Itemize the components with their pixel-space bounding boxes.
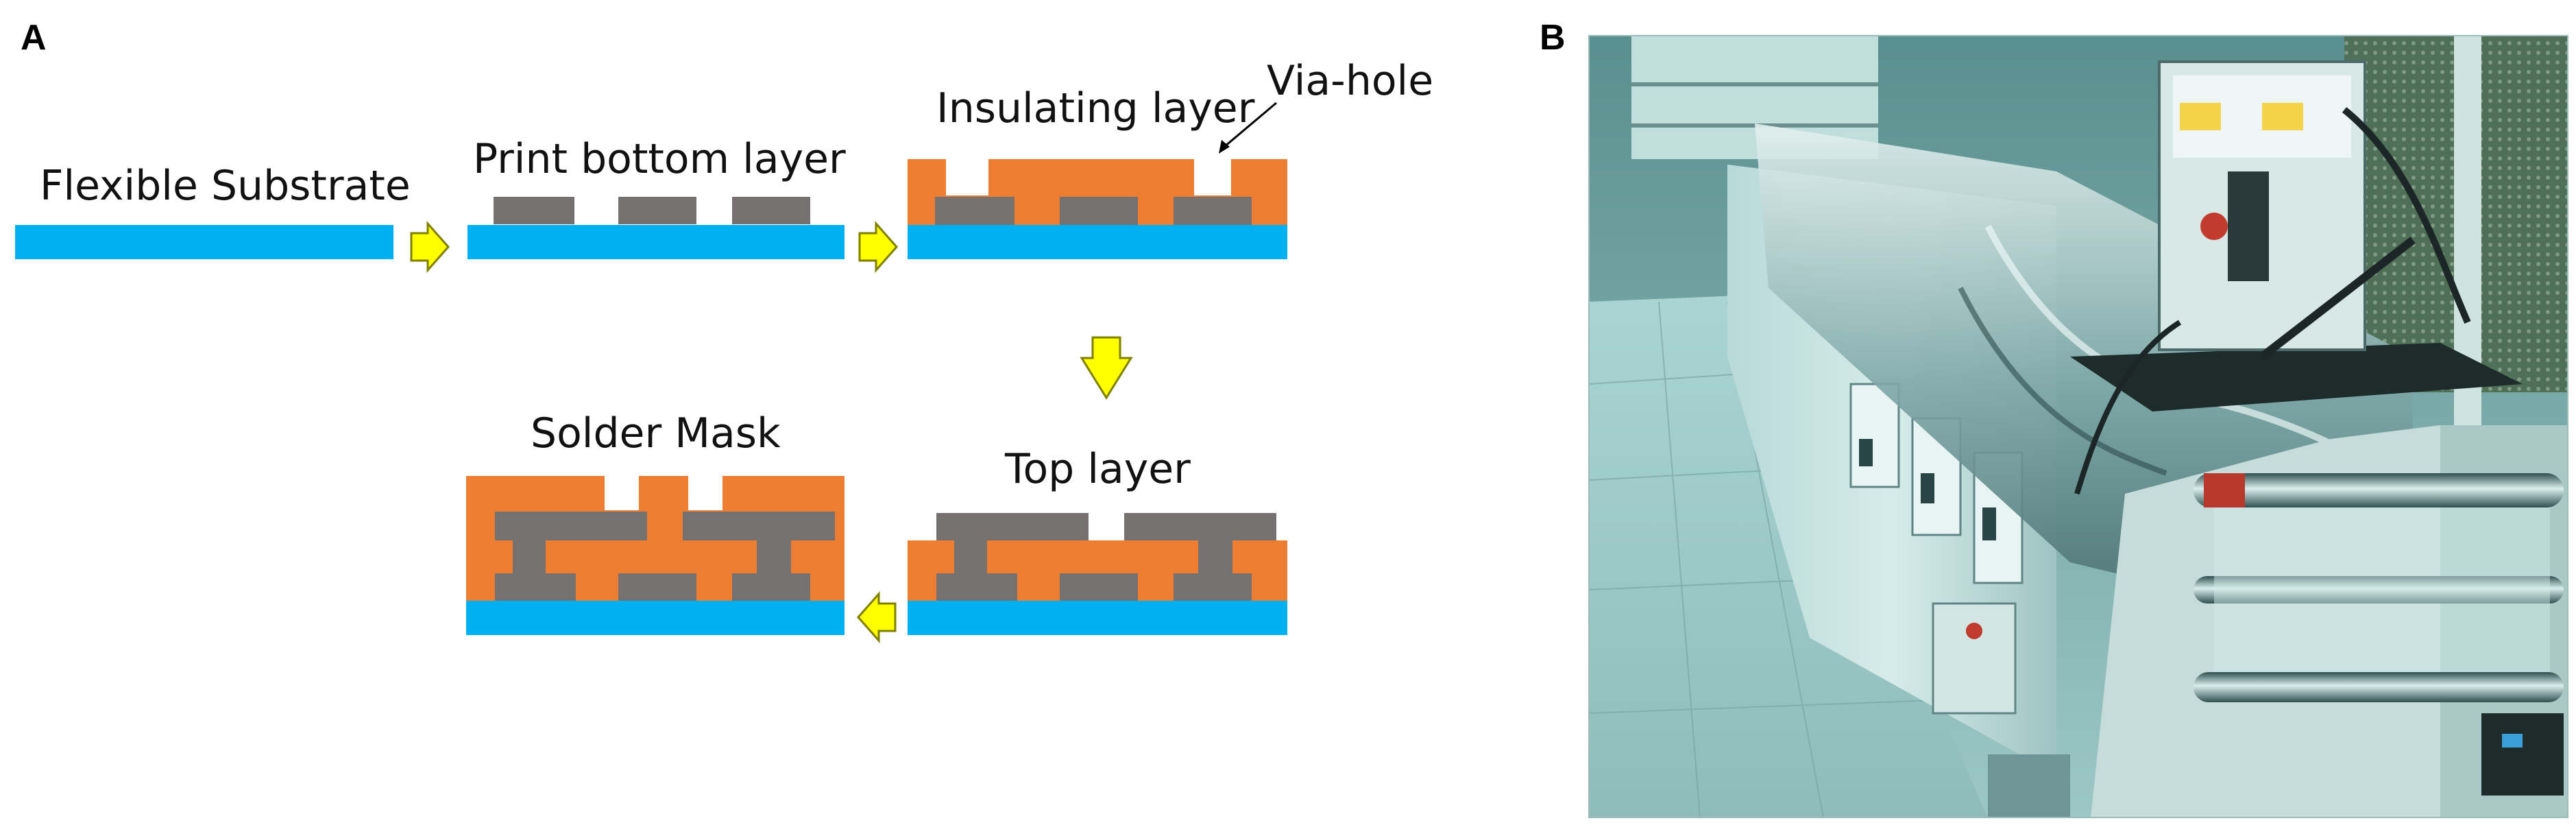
bottom-conductor-pad	[935, 197, 1014, 225]
print-bottom-layer-label: Print bottom layer	[473, 135, 846, 183]
step-top-layer: Top layer	[908, 445, 1287, 635]
top-conductor-trace	[936, 513, 1089, 540]
bottom-conductor-pad	[732, 573, 810, 601]
via-fill	[513, 540, 546, 575]
solder-mask-label: Solder Mask	[531, 409, 781, 457]
top-layer-label: Top layer	[1004, 445, 1191, 493]
via-hole-pointer-head	[1219, 140, 1230, 154]
step-solder-mask: Solder Mask	[466, 409, 845, 635]
bottom-conductor-pad	[495, 573, 576, 601]
via-fill	[1198, 540, 1232, 575]
process-arrow-down	[1080, 336, 1133, 400]
via-hole-label: Via-hole	[1267, 57, 1433, 105]
via-fill	[954, 540, 987, 575]
top-plate	[2070, 343, 2523, 411]
bottom-conductor-pad	[1060, 573, 1138, 601]
bottom-conductor-pad	[494, 197, 574, 224]
process-arrow-left	[856, 591, 897, 643]
step-flexible-substrate: Flexible Substrate	[15, 162, 411, 259]
panel-b-label: B	[1540, 18, 1566, 58]
substrate-layer	[15, 225, 393, 259]
panel-a-label: A	[21, 18, 47, 58]
top-conductor-trace	[683, 512, 835, 540]
step-insulating-layer: Insulating layer Via-hole	[908, 57, 1433, 259]
step-print-bottom-layer: Print bottom layer	[467, 135, 846, 259]
bottom-conductor-pad	[936, 573, 1017, 601]
process-arrow-right-2	[858, 221, 899, 273]
solder-mask-layer	[466, 476, 845, 601]
bottom-conductor-pad	[1060, 197, 1138, 225]
top-conductor-trace	[1124, 513, 1276, 540]
process-arrow-right-1	[410, 221, 450, 273]
bottom-conductor-pad	[1174, 197, 1252, 225]
substrate-layer	[908, 225, 1287, 259]
bottom-conductor-pad	[732, 197, 810, 224]
via-hole-pointer	[1224, 101, 1277, 148]
top-conductor-trace	[495, 512, 647, 540]
via-fill	[757, 540, 791, 575]
bottom-conductor-pad	[1174, 573, 1252, 601]
substrate-layer	[466, 601, 845, 635]
printing-machine-photo	[1588, 35, 2568, 818]
flexible-substrate-label: Flexible Substrate	[40, 162, 411, 210]
substrate-layer	[908, 601, 1287, 635]
substrate-layer	[467, 225, 845, 259]
bottom-conductor-pad	[618, 197, 696, 224]
insulating-layer-label: Insulating layer	[936, 84, 1255, 132]
bottom-conductor-pad	[618, 573, 696, 601]
